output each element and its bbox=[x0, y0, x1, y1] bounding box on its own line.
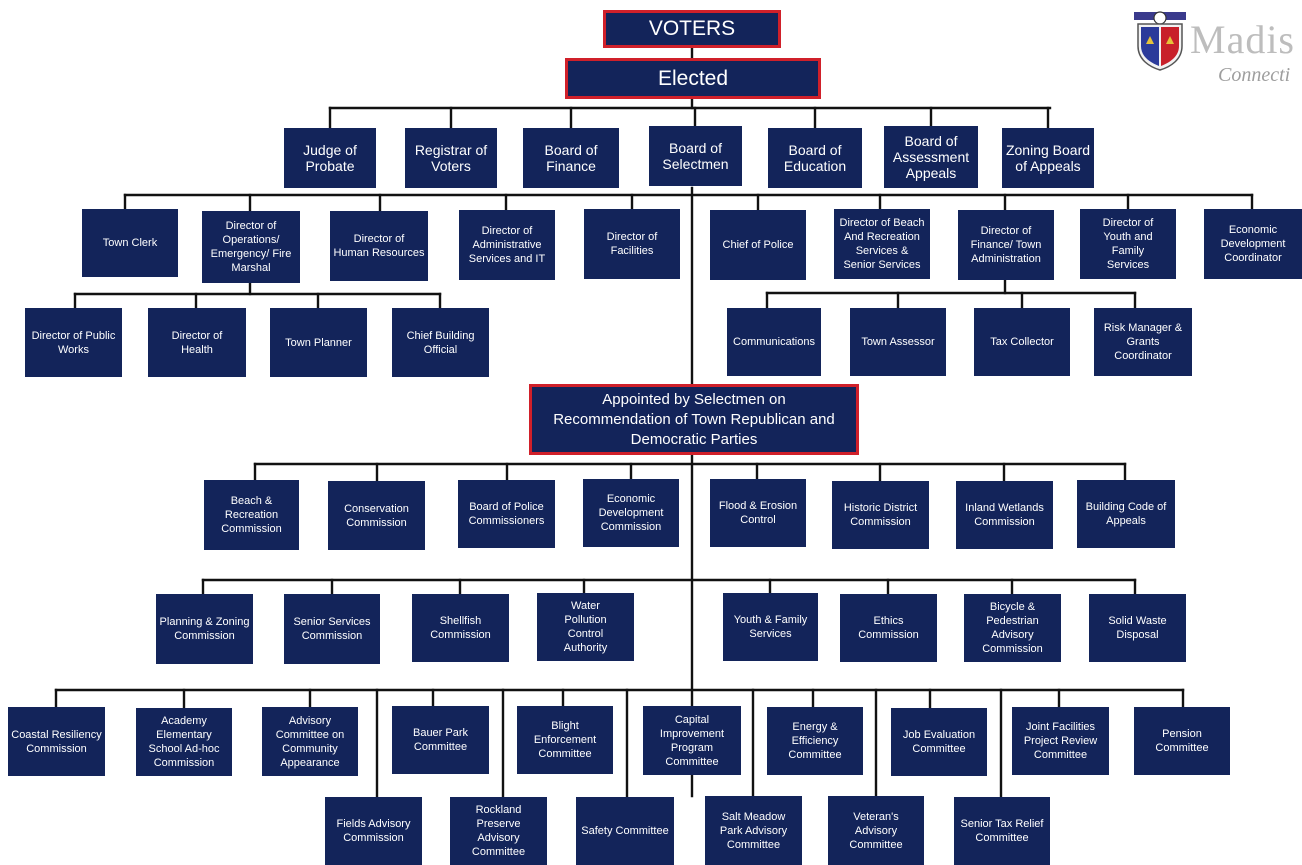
job-evaluation-committee: Job Evaluation Committee bbox=[891, 708, 987, 776]
salt-meadow-park-advisory-committee: Salt Meadow Park Advisory Committee bbox=[705, 796, 802, 865]
solid-waste-disposal: Solid Waste Disposal bbox=[1089, 594, 1186, 662]
senior-services-commission: Senior Services Commission bbox=[284, 594, 380, 664]
director-human-resources: Director of Human Resources bbox=[330, 211, 428, 281]
elected-judge-of-probate: Judge of Probate bbox=[284, 128, 376, 188]
director-public-works: Director of Public Works bbox=[25, 308, 122, 377]
inland-wetlands-commission: Inland Wetlands Commission bbox=[956, 481, 1053, 549]
planning-zoning-commission: Planning & Zoning Commission bbox=[156, 594, 253, 664]
elected-board-of-education: Board of Education bbox=[768, 128, 862, 188]
safety-committee: Safety Committee bbox=[576, 797, 674, 865]
energy-efficiency-committee: Energy & Efficiency Committee bbox=[767, 707, 863, 775]
logo-wordmark: Madis bbox=[1190, 17, 1295, 62]
elected-registrar-of-voters: Registrar of Voters bbox=[405, 128, 497, 188]
town-assessor: Town Assessor bbox=[850, 308, 946, 376]
building-code-of-appeals: Building Code of Appeals bbox=[1077, 480, 1175, 548]
elected-zoning-board-of-appeals: Zoning Board of Appeals bbox=[1002, 128, 1094, 188]
blight-enforcement-committee: Blight Enforcement Committee bbox=[517, 706, 613, 774]
town-logo: Madis Connecti bbox=[1130, 8, 1302, 88]
bicycle-pedestrian-advisory-commission: Bicycle & Pedestrian Advisory Commission bbox=[964, 594, 1061, 662]
elected-header: Elected bbox=[565, 58, 821, 99]
chief-building-official: Chief Building Official bbox=[392, 308, 489, 377]
veterans-advisory-committee: Veteran's Advisory Committee bbox=[828, 796, 924, 865]
director-health: Director of Health bbox=[148, 308, 246, 377]
elected-board-of-finance: Board of Finance bbox=[523, 128, 619, 188]
director-beach-recreation-senior: Director of Beach And Recreation Service… bbox=[834, 209, 930, 279]
senior-tax-relief-committee: Senior Tax Relief Committee bbox=[954, 797, 1050, 865]
water-pollution-control-authority: Water Pollution Control Authority bbox=[537, 593, 634, 661]
risk-manager-grants-coordinator: Risk Manager & Grants Coordinator bbox=[1094, 308, 1192, 376]
board-of-police-commissioners: Board of Police Commissioners bbox=[458, 480, 555, 548]
director-youth-family-services: Director of Youth and Family Services bbox=[1080, 209, 1176, 279]
town-planner: Town Planner bbox=[270, 308, 367, 377]
pension-committee: Pension Committee bbox=[1134, 707, 1230, 775]
youth-family-services: Youth & Family Services bbox=[723, 593, 818, 661]
director-administrative-services: Director of Administrative Services and … bbox=[459, 210, 555, 280]
capital-improvement-program-committee: Capital Improvement Program Committee bbox=[643, 706, 741, 775]
economic-development-coordinator: Economic Development Coordinator bbox=[1204, 209, 1302, 279]
elected-board-of-selectmen: Board of Selectmen bbox=[649, 126, 742, 186]
academy-elementary-school-ad-hoc-commission: Academy Elementary School Ad-hoc Commiss… bbox=[136, 708, 232, 776]
ethics-commission: Ethics Commission bbox=[840, 594, 937, 662]
elected-board-of-assessment-appeals: Board of Assessment Appeals bbox=[884, 126, 978, 188]
advisory-committee-community-appearance: Advisory Committee on Community Appearan… bbox=[262, 707, 358, 776]
joint-facilities-project-review-committee: Joint Facilities Project Review Committe… bbox=[1012, 707, 1109, 775]
director-town-clerk: Town Clerk bbox=[82, 209, 178, 277]
flood-erosion-control: Flood & Erosion Control bbox=[710, 479, 806, 547]
chief-of-police: Chief of Police bbox=[710, 210, 806, 280]
director-operations: Director of Operations/ Emergency/ Fire … bbox=[202, 211, 300, 283]
coastal-resiliency-commission: Coastal Resiliency Commission bbox=[8, 707, 105, 776]
historic-district-commission: Historic District Commission bbox=[832, 481, 929, 549]
fields-advisory-commission: Fields Advisory Commission bbox=[325, 797, 422, 865]
crest-icon bbox=[1134, 11, 1186, 71]
communications: Communications bbox=[727, 308, 821, 376]
shellfish-commission: Shellfish Commission bbox=[412, 594, 509, 662]
director-finance-town-administration: Director of Finance/ Town Administration bbox=[958, 210, 1054, 280]
bauer-park-committee: Bauer Park Committee bbox=[392, 706, 489, 774]
economic-development-commission: Economic Development Commission bbox=[583, 479, 679, 547]
tax-collector: Tax Collector bbox=[974, 308, 1070, 376]
appointed-header: Appointed by Selectmen on Recommendation… bbox=[529, 384, 859, 455]
conservation-commission: Conservation Commission bbox=[328, 481, 425, 550]
logo-subtitle: Connecti bbox=[1218, 64, 1291, 86]
beach-recreation-commission: Beach & Recreation Commission bbox=[204, 480, 299, 550]
voters-header: VOTERS bbox=[603, 10, 781, 48]
rockland-preserve-advisory-committee: Rockland Preserve Advisory Committee bbox=[450, 797, 547, 865]
director-facilities: Director of Facilities bbox=[584, 209, 680, 279]
